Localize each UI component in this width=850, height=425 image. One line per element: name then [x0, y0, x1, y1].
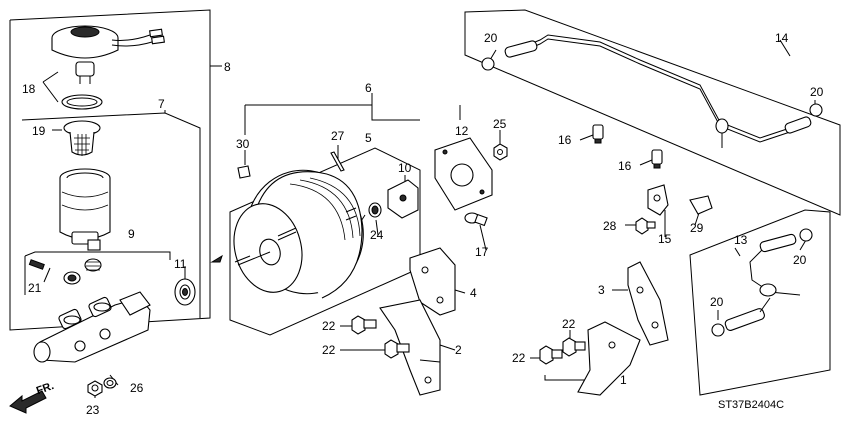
- union-16-a: [592, 124, 604, 144]
- callout-20-d: 20: [710, 295, 724, 309]
- callout-15: 15: [658, 232, 672, 246]
- seal-kit-parts: [28, 258, 102, 285]
- bolt-28: [635, 217, 656, 235]
- callout-5: 5: [365, 131, 372, 145]
- reservoir-tank: [59, 168, 111, 251]
- callout-7: 7: [158, 97, 165, 111]
- check-valve: [368, 202, 382, 218]
- callout-labels: 8 7 18 19 9 21 11 23 26 6 5 30 27 12 10 …: [22, 31, 824, 417]
- bracket-3: [627, 261, 669, 346]
- callout-27: 27: [331, 129, 345, 143]
- callout-1: 1: [620, 373, 627, 387]
- cylinder-washer: [103, 377, 117, 389]
- callout-3: 3: [598, 283, 605, 297]
- callout-23: 23: [86, 403, 100, 417]
- callout-14: 14: [775, 31, 789, 45]
- bolt-22-c: [539, 345, 563, 365]
- callout-4: 4: [470, 286, 477, 300]
- callout-11: 11: [174, 257, 187, 271]
- frame-reservoir-group: [9, 9, 211, 331]
- bolt-22-d: [562, 337, 586, 357]
- callout-28: 28: [603, 219, 617, 233]
- callout-18: 18: [22, 82, 36, 96]
- bracket-2: [379, 299, 441, 396]
- callout-25: 25: [493, 117, 507, 131]
- callout-2: 2: [455, 343, 462, 357]
- diagram-code: ST37B2404C: [718, 399, 784, 411]
- callout-22-d: 22: [512, 351, 526, 365]
- bracket-4: [409, 247, 456, 316]
- union-16-b: [651, 149, 663, 169]
- brake-hose-13: [711, 228, 813, 337]
- callout-10: 10: [398, 161, 412, 175]
- callout-20-a: 20: [484, 31, 498, 45]
- cylinder-nut: [87, 380, 103, 397]
- callout-30: 30: [236, 137, 250, 151]
- brake-pipe-14: [481, 34, 823, 148]
- reservoir-cap: [51, 25, 165, 84]
- callout-20-c: 20: [793, 253, 807, 267]
- front-arrow: FR.: [9, 380, 56, 414]
- frame-pipe-group: [464, 9, 841, 216]
- callout-20-b: 20: [810, 85, 824, 99]
- callout-22-a: 22: [322, 319, 336, 333]
- frame-seal-kit: [24, 251, 171, 260]
- bracket-1: [577, 321, 641, 396]
- frame-hose-group: [689, 209, 831, 396]
- callout-8: 8: [224, 60, 231, 74]
- clip: [237, 165, 251, 179]
- callout-22-b: 22: [322, 343, 336, 357]
- front-marker-label: FR.: [35, 380, 56, 397]
- pin: [330, 151, 345, 172]
- callout-6: 6: [365, 81, 372, 95]
- clip-29: [689, 195, 713, 215]
- callout-9: 9: [128, 227, 135, 241]
- master-cylinder: [33, 291, 151, 363]
- callout-26: 26: [130, 381, 144, 395]
- strainer: [63, 120, 101, 156]
- callout-19: 19: [32, 124, 46, 138]
- callout-22-c: 22: [562, 317, 576, 331]
- callout-24: 24: [370, 228, 384, 242]
- nut-25: [493, 143, 508, 161]
- frame-cylinder-group: [21, 112, 201, 318]
- bolt-17: [464, 212, 488, 227]
- callout-16-b: 16: [618, 159, 632, 173]
- callout-17: 17: [475, 245, 489, 259]
- gasket: [434, 137, 493, 211]
- bolt-22-a: [351, 315, 377, 335]
- callout-12: 12: [455, 124, 469, 138]
- brake-booster: [210, 169, 364, 299]
- callout-29: 29: [690, 221, 704, 235]
- bolt-22-b: [384, 339, 410, 359]
- mount-bracket-10: [387, 179, 419, 219]
- callout-13: 13: [734, 233, 748, 247]
- callout-21: 21: [28, 281, 42, 295]
- joint-15: [647, 184, 669, 216]
- callout-16-a: 16: [558, 133, 572, 147]
- booster-seal: [174, 278, 196, 306]
- o-ring: [61, 94, 103, 110]
